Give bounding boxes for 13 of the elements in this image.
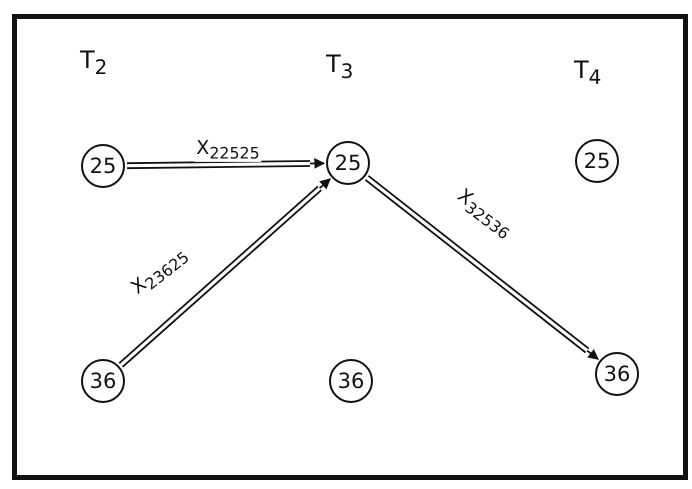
double-arrow xyxy=(126,158,326,170)
stage-label: T$_{4}$ xyxy=(574,56,602,89)
state-circle: 25 xyxy=(575,139,619,183)
stage-label: T$_{2}$ xyxy=(80,46,108,79)
stage-label: T$_{3}$ xyxy=(326,50,354,83)
state-circle: 36 xyxy=(329,359,373,403)
double-arrow xyxy=(118,178,331,368)
state-circle: 36 xyxy=(81,359,125,403)
state-circle: 25 xyxy=(326,141,370,185)
state-circle: 25 xyxy=(81,144,125,188)
state-circle: 36 xyxy=(595,352,639,396)
double-arrow xyxy=(364,174,600,360)
edge-label: X$_{22525}$ xyxy=(194,138,262,162)
